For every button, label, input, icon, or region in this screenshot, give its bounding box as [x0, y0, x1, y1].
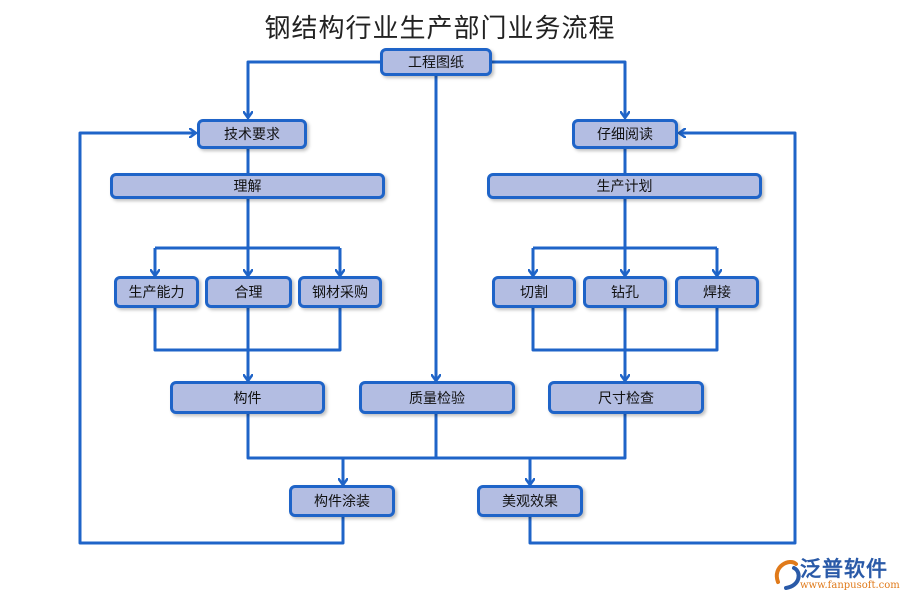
- node-understanding: 理解: [110, 173, 385, 199]
- fanpu-logo-icon: [774, 560, 801, 590]
- logo-name: 泛普软件: [800, 557, 888, 581]
- node-reasonable: 合理: [205, 276, 292, 308]
- node-production-plan: 生产计划: [487, 173, 762, 199]
- node-drilling: 钻孔: [583, 276, 667, 308]
- node-drawings: 工程图纸: [380, 48, 492, 76]
- node-tech-requirements: 技术要求: [197, 119, 307, 149]
- node-capacity: 生产能力: [114, 276, 199, 308]
- node-component: 构件: [170, 381, 325, 414]
- edge-drawings-tech: [248, 60, 380, 117]
- node-welding: 焊接: [675, 276, 759, 308]
- edge-appearance-loop: [528, 133, 797, 545]
- node-quality-inspection: 质量检验: [359, 381, 515, 414]
- diagram-title: 钢结构行业生产部门业务流程: [264, 14, 616, 44]
- edge-coating-loop: [78, 133, 345, 545]
- node-component-coating: 构件涂装: [289, 485, 395, 517]
- edge-drawings-reading: [492, 60, 625, 117]
- node-steel-purchase: 钢材采购: [298, 276, 382, 308]
- node-cutting: 切割: [492, 276, 576, 308]
- node-careful-reading: 仔细阅读: [572, 119, 678, 149]
- node-dimension-check: 尺寸检查: [548, 381, 704, 414]
- node-appearance-effect: 美观效果: [477, 485, 583, 517]
- logo-url: www.fanpusoft.com: [800, 580, 900, 591]
